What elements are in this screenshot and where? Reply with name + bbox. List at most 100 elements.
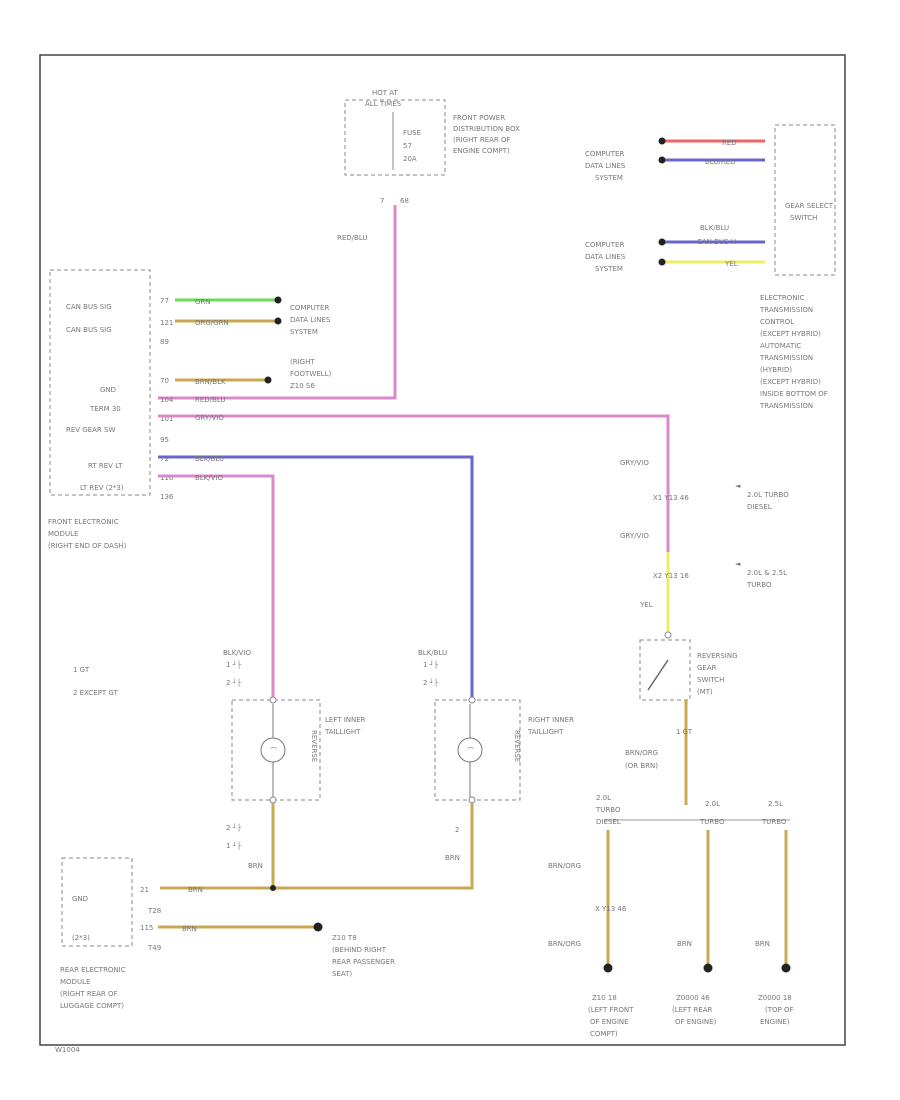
wire-label-brn-4: BRN	[755, 940, 770, 948]
rem-pin-extra-1: T28	[147, 907, 161, 915]
gs-desc-4: (EXCEPT HYBRID)	[760, 330, 821, 338]
gs-wire-blk-blu: BLK/BLU	[700, 224, 729, 232]
ground-1-label-3: OF ENGINE	[590, 1018, 629, 1026]
ground-rear-label-3: REAR PASSENGER	[332, 958, 395, 966]
gs-desc-2: TRANSMISSION	[759, 306, 813, 314]
wire-label-org-grn: ORG/GRN	[195, 319, 229, 327]
reversing-gear-switch: REVERSING GEAR SWITCH (MT)	[639, 631, 738, 701]
fem-pin-name-6: REV GEAR SW	[66, 426, 115, 434]
engine-label-1c: DIESEL	[596, 818, 621, 826]
wire-red-blu-term30	[158, 205, 397, 400]
ground-2-label-2: (LEFT REAR	[672, 1006, 713, 1014]
fem-pin-name-8: RT REV LT	[88, 462, 123, 470]
diagram-frame	[39, 54, 846, 1046]
rev-pin-1: 1 GT	[676, 728, 693, 736]
ground-rear-label-2: (BEHIND RIGHT	[332, 946, 387, 954]
fem-pin-name-5: TERM 30	[89, 405, 121, 413]
fuse-pin-right: 68	[400, 197, 409, 205]
fuse-hot-label: HOT AT	[372, 89, 399, 97]
note-arrow-2: ◄	[735, 560, 741, 568]
wire-label-brn-org-3: BRN/ORG	[548, 940, 581, 948]
fuse-all-times-label: ALL TIMES	[365, 100, 402, 108]
wire-blk-vio-lt	[158, 474, 275, 700]
wire-label-brn-rem-2: BRN	[182, 925, 197, 933]
cdl-label-3b: DATA LINES	[585, 253, 626, 261]
gs-title-2: SWITCH	[790, 214, 817, 222]
fem-pin-num-8: 72	[160, 455, 169, 463]
gs-desc-10: TRANSMISSION	[759, 402, 813, 410]
gs-desc-7: (HYBRID)	[760, 366, 792, 374]
lt-switch-1: 1 ┘├	[226, 660, 242, 669]
wire-label-gry-vio-r2: GRY/VIO	[620, 532, 649, 540]
fem-pin-name-9: LT REV (2*3)	[80, 484, 124, 492]
ground-3-label-2: (TOP OF	[765, 1006, 794, 1014]
cdl-label-3a: COMPUTER	[585, 241, 624, 249]
legend-item-2: 2 EXCEPT GT	[73, 689, 119, 697]
rt-lower-pin: 2	[455, 826, 459, 834]
rt-side-label: REVERSE	[513, 730, 521, 762]
fem-pin-name-2: CAN BUS SIG	[66, 326, 112, 334]
lt-label-2: TAILLIGHT	[324, 728, 361, 736]
ground-rear-label-1: Z10 T8	[332, 934, 357, 942]
cdl-label-3c: SYSTEM	[595, 265, 623, 273]
fem-pin-num-4: 70	[160, 377, 169, 385]
cdl-label-2b: DATA LINES	[585, 162, 626, 170]
fem-desc-2: MODULE	[48, 530, 78, 538]
engine-label-1a: 2.0L	[596, 794, 611, 802]
ground-3-label-1: Z0000 18	[758, 994, 792, 1002]
cdl-label-1a: COMPUTER	[290, 304, 329, 312]
note-turbo-25-1: 2.0L & 2.5L	[747, 569, 787, 577]
rear-electronic-module: GND (2*3) 21 T28 115 T49 REAR ELECTRONIC…	[60, 857, 161, 1010]
front-electronic-module: CAN BUS SIG CAN BUS SIG GND TERM 30 REV …	[48, 269, 174, 550]
wire-label-gry-vio-r1: GRY/VIO	[620, 459, 649, 467]
note-turbo-diesel-2: DIESEL	[747, 503, 772, 511]
engine-label-2a: 2.0L	[705, 800, 720, 808]
ground-rear	[313, 922, 323, 932]
engine-label-1b: TURBO	[595, 806, 621, 814]
lt-label-1: LEFT INNER	[325, 716, 366, 724]
lt-bulb-symbol: ⌒	[270, 747, 277, 755]
rem-pin-num-2: 115	[140, 924, 153, 932]
gs-desc-6: TRANSMISSION	[759, 354, 813, 362]
lt-wire-label: BLK/VIO	[223, 649, 252, 657]
fuse-box: HOT AT ALL TIMES FUSE 57 20A FRONT POWER…	[344, 89, 520, 205]
lt-side-label: REVERSE	[310, 730, 318, 762]
wire-label-brn-rem: BRN	[188, 886, 203, 894]
rev-sw-label-3: SWITCH	[697, 676, 724, 684]
cdl-label-1c: SYSTEM	[290, 328, 318, 336]
footwell-label-2: FOOTWELL)	[290, 370, 331, 378]
rt-switch-1: 1 ┘├	[423, 660, 439, 669]
rem-desc-4: LUGGAGE COMPT)	[60, 1002, 124, 1010]
note-turbo-diesel-1: 2.0L TURBO	[747, 491, 789, 499]
note-conn-3: X Y13 46	[595, 905, 627, 913]
fem-desc-1: FRONT ELECTRONIC	[48, 518, 119, 526]
ground-1-label-4: COMPT)	[590, 1030, 618, 1038]
wire-label-blk-blu: BLK/BLU	[195, 455, 224, 463]
fem-pin-num-2: 121	[160, 319, 173, 327]
rt-label-1: RIGHT INNER	[528, 716, 574, 724]
wire-label-brn-2: BRN	[445, 854, 460, 862]
diagram-id: W1004	[55, 1046, 80, 1054]
rem-desc-2: MODULE	[60, 978, 90, 986]
wire-gry-vio-rev	[158, 414, 670, 552]
rt-label-2: TAILLIGHT	[527, 728, 564, 736]
ground-2	[703, 963, 713, 973]
fem-pin-name-1: CAN BUS SIG	[66, 303, 112, 311]
fem-pin-name-4: GND	[100, 386, 116, 394]
note-turbo-25-2: TURBO	[746, 581, 772, 589]
engine-label-3b: TURBO	[761, 818, 787, 826]
fuse-desc-1: FRONT POWER	[453, 114, 505, 122]
engine-label-3a: 2.5L	[768, 800, 783, 808]
wire-label-brn-3: BRN	[677, 940, 692, 948]
rt-switch-2: 2 ┘├	[423, 678, 439, 687]
fem-pin-num-3: 89	[160, 338, 169, 346]
rem-pin-num-1: 21	[140, 886, 149, 894]
right-inner-taillight: BLK/BLU 1 ┘├ 2 ┘├ ⌒ RIGHT INNER TAILLIGH…	[418, 649, 574, 801]
wire-label-brn-org-2: BRN/ORG	[548, 862, 581, 870]
fem-pin-num-7: 95	[160, 436, 169, 444]
wire-label-brn-org-1: BRN/ORG	[625, 749, 658, 757]
fem-pin-num-9: 116	[160, 474, 174, 482]
note-arrow-1: ◄	[735, 482, 741, 490]
wire-label-red-blu-2: RED/BLU	[195, 396, 226, 404]
fem-desc-3: (RIGHT END OF DASH)	[48, 542, 127, 550]
